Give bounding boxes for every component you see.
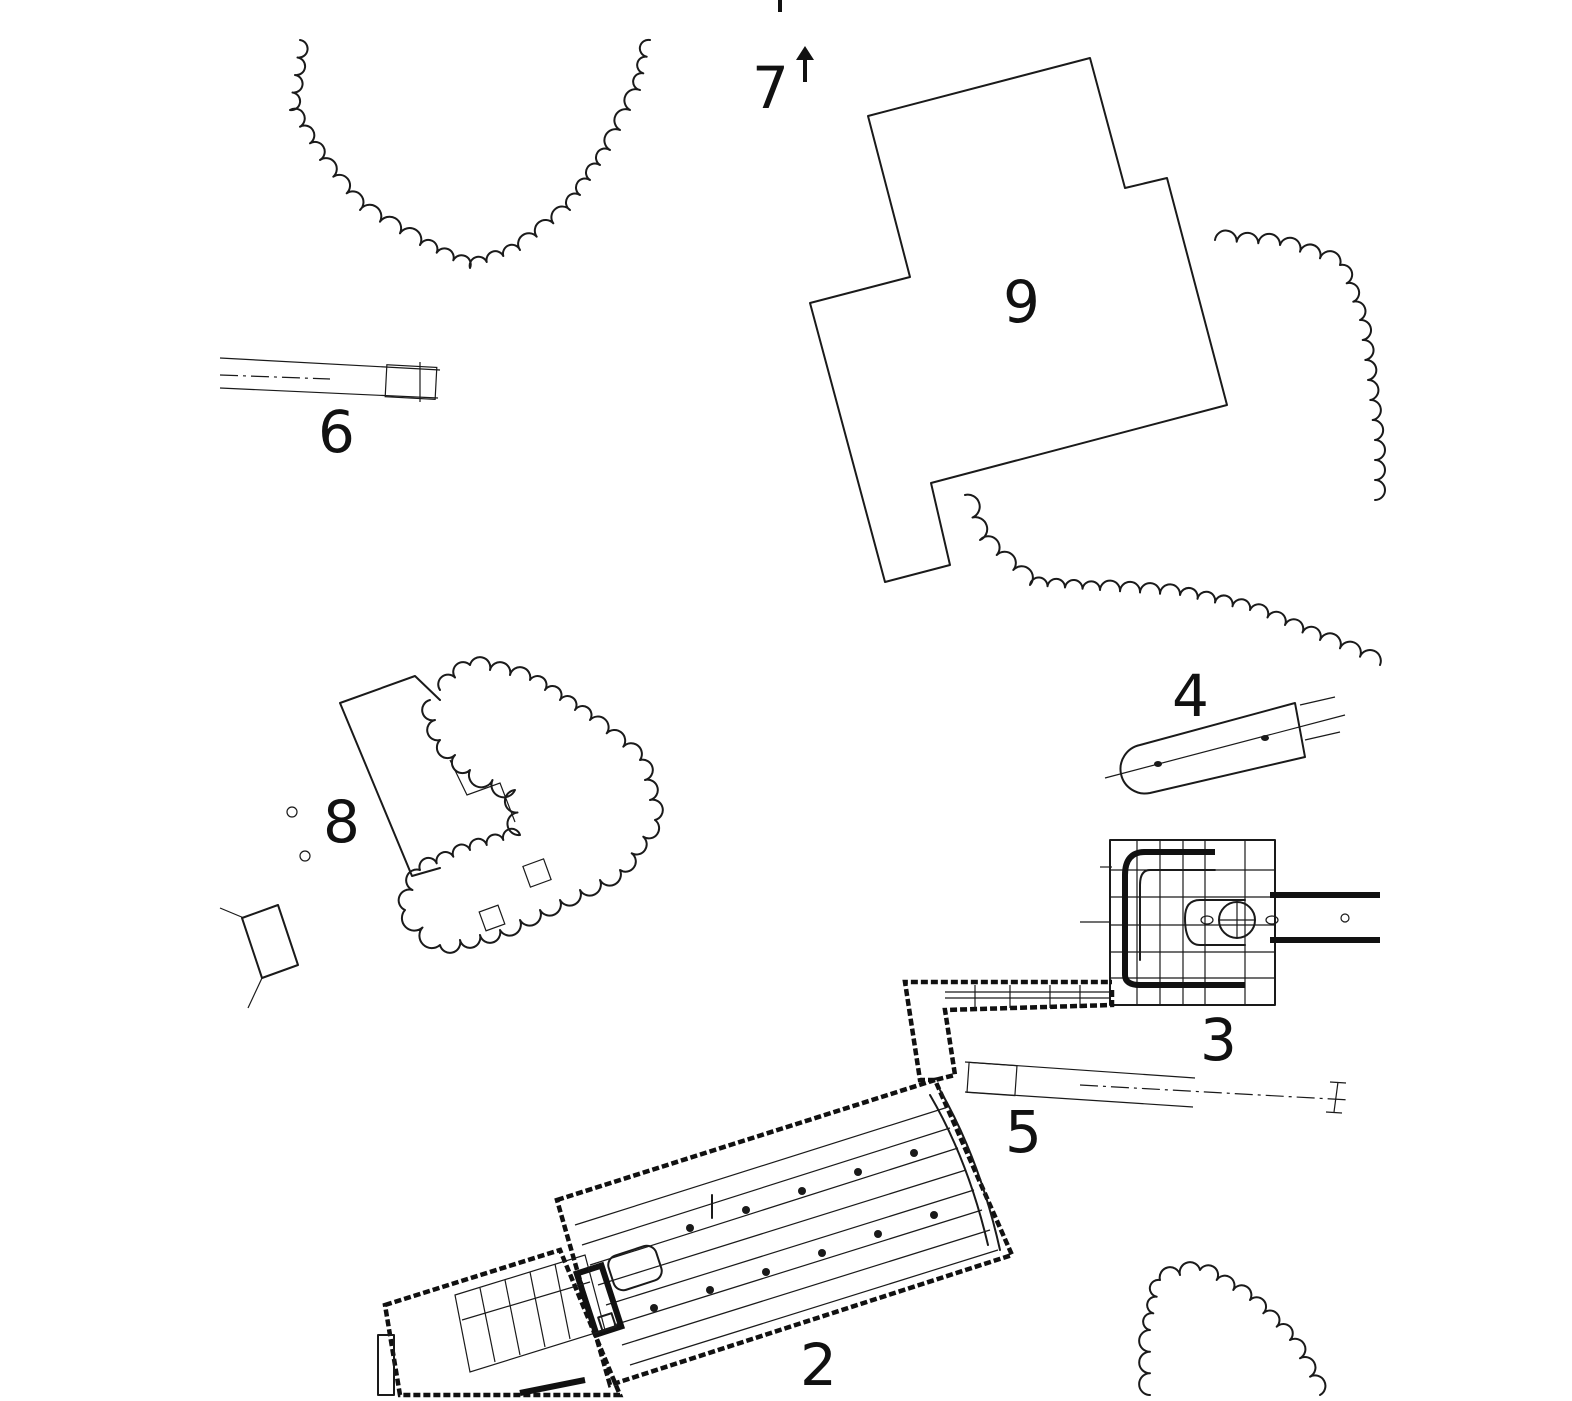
- corridor: [902, 979, 1115, 1083]
- north-marker: [778, 0, 814, 82]
- element-5: [964, 1061, 1351, 1114]
- label-4: 4: [1172, 662, 1209, 730]
- label-3: 3: [1200, 1006, 1237, 1074]
- label-7: 7: [752, 54, 789, 122]
- tree-right-lower: [964, 493, 1382, 666]
- element-4: [1104, 696, 1346, 795]
- label-5: 5: [1005, 1098, 1042, 1166]
- building-9: [809, 57, 1228, 583]
- label-2: 2: [800, 1331, 837, 1399]
- arrow-up-icon: [796, 46, 814, 82]
- tree-bottom-right: [1138, 1261, 1327, 1396]
- tree-right: [1214, 229, 1386, 501]
- element-2: [377, 1077, 1016, 1398]
- element-6: [219, 357, 441, 402]
- tree-canopies: [289, 38, 1386, 1396]
- tree-cluster-8: [397, 656, 664, 954]
- label-6: 6: [318, 398, 355, 466]
- label-9: 9: [1003, 268, 1040, 336]
- tree-top-left: [289, 38, 651, 269]
- labels: 2 3 4 5 6 7 8 9: [318, 54, 1237, 1399]
- building-8: [219, 675, 552, 1009]
- label-8: 8: [323, 788, 360, 856]
- element-3: [1080, 839, 1380, 1006]
